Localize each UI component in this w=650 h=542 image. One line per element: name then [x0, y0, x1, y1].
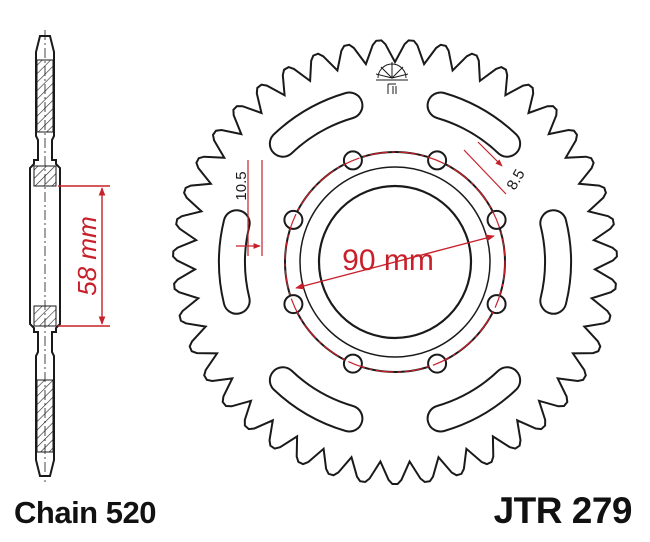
dim-pcd-line: [295, 234, 495, 290]
pcd-circle: [284, 151, 506, 373]
lightening-slot: [268, 91, 364, 158]
lightening-slot: [539, 209, 573, 315]
dim-58-label: 58 mm: [72, 216, 102, 295]
dim-8-5-ext: [463, 149, 507, 195]
dim-8-5-line: [477, 141, 503, 167]
side-hatch-top: [36, 59, 54, 133]
lightening-slot: [268, 366, 364, 433]
lightening-slot: [217, 209, 251, 315]
part-number-label: JTR 279: [493, 490, 633, 531]
lightening-slot: [426, 366, 522, 433]
dim-10-5-label: 10.5: [233, 171, 250, 200]
lightening-slot: [426, 91, 522, 158]
lightening-slots: [217, 91, 573, 433]
chain-size-label: Chain 520: [14, 495, 156, 530]
jt-sunburst-logo-icon: [375, 62, 409, 94]
sprocket-face: 90 mm 10.5 8.5: [172, 39, 618, 485]
side-profile: 58 mm: [29, 30, 110, 482]
dim-pcd-label: 90 mm: [342, 244, 434, 277]
